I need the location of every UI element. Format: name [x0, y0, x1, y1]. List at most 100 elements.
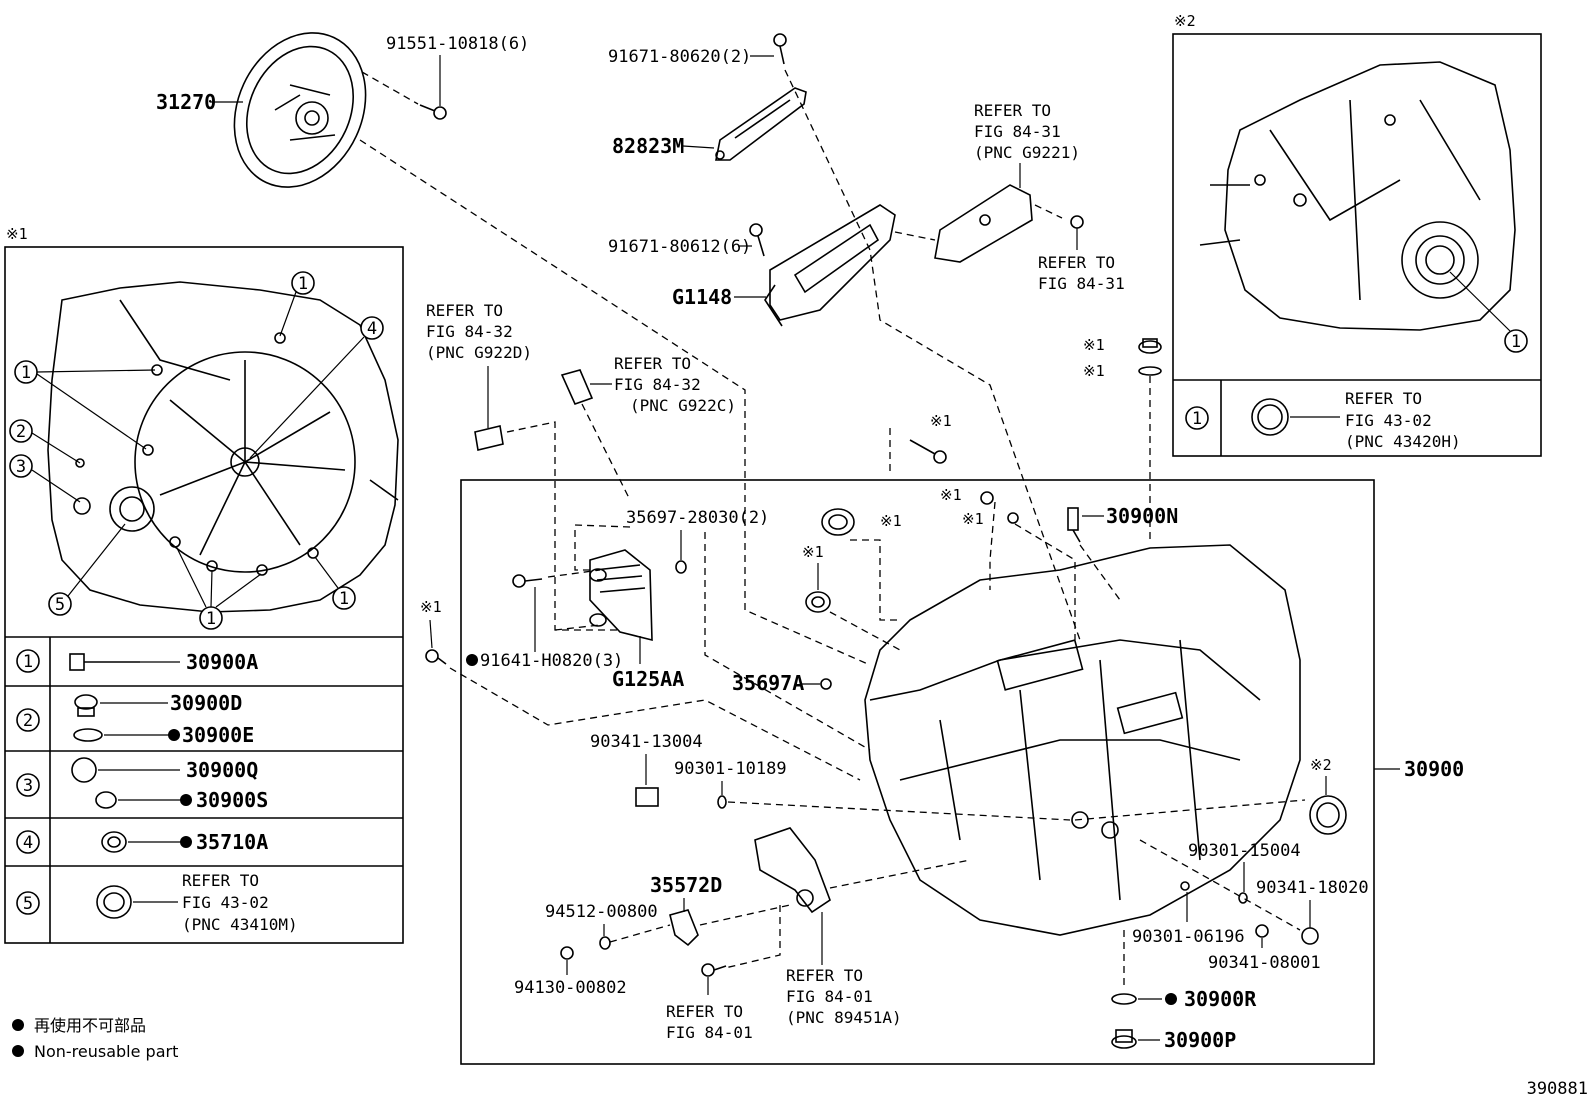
svg-text:※1: ※1	[962, 510, 984, 528]
svg-text:※1: ※1	[1083, 336, 1105, 354]
bolt-note1-top-drawing	[909, 439, 947, 464]
right-legend-row: 1 REFER TO FIG 43-02 (PNC 43420H)	[1185, 389, 1461, 451]
part-label-30900: 30900	[1404, 757, 1464, 781]
svg-text:3: 3	[16, 457, 26, 477]
left-inset-frame	[4, 246, 404, 944]
seal-note1-lower-drawing	[805, 591, 831, 613]
plug-90341-08001-drawing	[1255, 924, 1269, 938]
bolt-91671-80620-drawing	[773, 33, 787, 65]
svg-text:FIG 43-02: FIG 43-02	[182, 893, 269, 912]
gasket-35697A-drawing	[820, 678, 832, 690]
svg-text:REFER TO: REFER TO	[426, 301, 503, 320]
bolt-fig-84-01-drawing	[701, 963, 727, 977]
footer-non-reusable-en: Non-reusable part	[34, 1042, 178, 1061]
part-label-94130: 94130-00802	[514, 978, 627, 998]
svg-text:FIG 84-31: FIG 84-31	[1038, 274, 1125, 293]
svg-text:1: 1	[21, 363, 31, 383]
footer-dot-jp	[12, 1019, 24, 1031]
part-label-35697-28030: 35697-28030(2)	[626, 508, 769, 528]
cover-g9221-drawing	[934, 184, 1033, 263]
plug-30900P-drawing	[1111, 1029, 1137, 1049]
svg-text:1: 1	[1192, 409, 1202, 429]
part-label-30900R: 30900R	[1184, 987, 1257, 1011]
svg-text:FIG 84-31: FIG 84-31	[974, 122, 1061, 141]
svg-text:REFER TO: REFER TO	[1345, 389, 1422, 408]
part-label-91551: 91551-10818(6)	[386, 34, 529, 54]
bracket-82823M-drawing	[715, 87, 807, 161]
svg-text:(PNC G922D): (PNC G922D)	[426, 343, 532, 362]
svg-text:※1: ※1	[930, 412, 952, 430]
part-label-G1148: G1148	[672, 285, 732, 309]
note-mark-1-left: ※1	[6, 225, 28, 243]
footer-dot-en	[12, 1045, 24, 1057]
svg-text:※1: ※1	[802, 543, 824, 561]
part-label-90301-10189: 90301-10189	[674, 759, 787, 779]
bolt-91641-drawing	[512, 574, 543, 588]
washer-30900R-drawing	[1111, 993, 1137, 1005]
svg-text:REFER TO: REFER TO	[666, 1002, 743, 1021]
clutch-cover-drawing	[233, 32, 367, 188]
svg-text:4: 4	[23, 833, 33, 853]
svg-text:FIG 84-01: FIG 84-01	[786, 987, 873, 1006]
part-label-30900P: 30900P	[1164, 1028, 1236, 1052]
part-label-30900N: 30900N	[1106, 504, 1178, 528]
legend-part-30900S: 30900S	[196, 788, 268, 812]
bolt-note1-left-drawing	[425, 619, 447, 665]
legend-part-35710A: 35710A	[196, 830, 268, 854]
part-label-35572D: 35572D	[650, 873, 722, 897]
svg-text:※1: ※1	[940, 486, 962, 504]
part-label-90341-18020: 90341-18020	[1256, 878, 1369, 898]
svg-text:REFER TO: REFER TO	[1038, 253, 1115, 272]
plug-90341-13004-drawing	[635, 787, 659, 807]
svg-text:(PNC G922C): (PNC G922C)	[630, 396, 736, 415]
svg-text:(PNC 43420H): (PNC 43420H)	[1345, 432, 1461, 451]
hose-g922d-drawing	[474, 425, 504, 451]
plug-note1-small-drawing	[980, 491, 994, 505]
svg-text:FIG 84-32: FIG 84-32	[614, 375, 701, 394]
left-inset-callouts: 1 1 2 3 4 5 1 1	[9, 271, 384, 630]
oring-90301-06196-drawing	[1180, 881, 1190, 891]
legend-part-30900Q: 30900Q	[186, 758, 258, 782]
non-reusable-dot-30900R	[1165, 993, 1177, 1005]
svg-text:1: 1	[339, 589, 349, 609]
part-label-90301-15004: 90301-15004	[1188, 841, 1301, 861]
svg-text:※1: ※1	[420, 598, 442, 616]
svg-text:FIG 84-32: FIG 84-32	[426, 322, 513, 341]
svg-text:※1: ※1	[1083, 362, 1105, 380]
svg-text:REFER TO: REFER TO	[974, 101, 1051, 120]
legend-part-30900E: 30900E	[182, 723, 254, 747]
svg-text:REFER TO: REFER TO	[182, 871, 259, 890]
seal-note2-drawing	[1309, 795, 1347, 835]
hose-g922c-drawing	[560, 369, 594, 405]
diagram-id: 390881	[1527, 1079, 1588, 1099]
svg-text:(PNC G9221): (PNC G9221)	[974, 143, 1080, 162]
svg-text:※1: ※1	[880, 512, 902, 530]
svg-text:1: 1	[206, 609, 216, 629]
left-legend-table: 1 30900A 2 30900D 30900E 3 30900Q 30900S…	[5, 636, 403, 943]
part-label-90301-06196: 90301-06196	[1132, 927, 1245, 947]
sensor-35572D-drawing	[669, 909, 699, 947]
part-label-35697A: 35697A	[732, 671, 804, 695]
part-label-91671-80612: 91671-80612(6)	[608, 237, 751, 257]
part-label-91671-80620: 91671-80620(2)	[608, 47, 751, 67]
non-reusable-dot-91641	[466, 654, 478, 666]
svg-text:2: 2	[23, 711, 33, 731]
svg-text:1: 1	[23, 652, 33, 672]
part-label-31270: 31270	[156, 90, 216, 114]
washer-note1-small-drawing	[1007, 512, 1019, 524]
oil-cooler-G125AA-drawing	[589, 549, 653, 642]
left-inset-case-drawing	[47, 281, 399, 613]
nut-94130-drawing	[560, 946, 574, 960]
bolt-91671-80612-drawing	[749, 223, 765, 257]
svg-text:2: 2	[16, 422, 26, 442]
washer-94512-drawing	[599, 936, 611, 950]
bolt-fig-84-31-drawing	[1070, 215, 1084, 229]
sensor-89451A-drawing	[754, 827, 831, 914]
svg-text:(PNC 89451A): (PNC 89451A)	[786, 1008, 902, 1027]
part-label-91641: 91641-H0820(3)	[480, 651, 623, 671]
svg-text:3: 3	[23, 776, 33, 796]
part-label-90341-13004: 90341-13004	[590, 732, 703, 752]
part-label-94512: 94512-00800	[545, 902, 658, 922]
svg-text:REFER TO: REFER TO	[786, 966, 863, 985]
